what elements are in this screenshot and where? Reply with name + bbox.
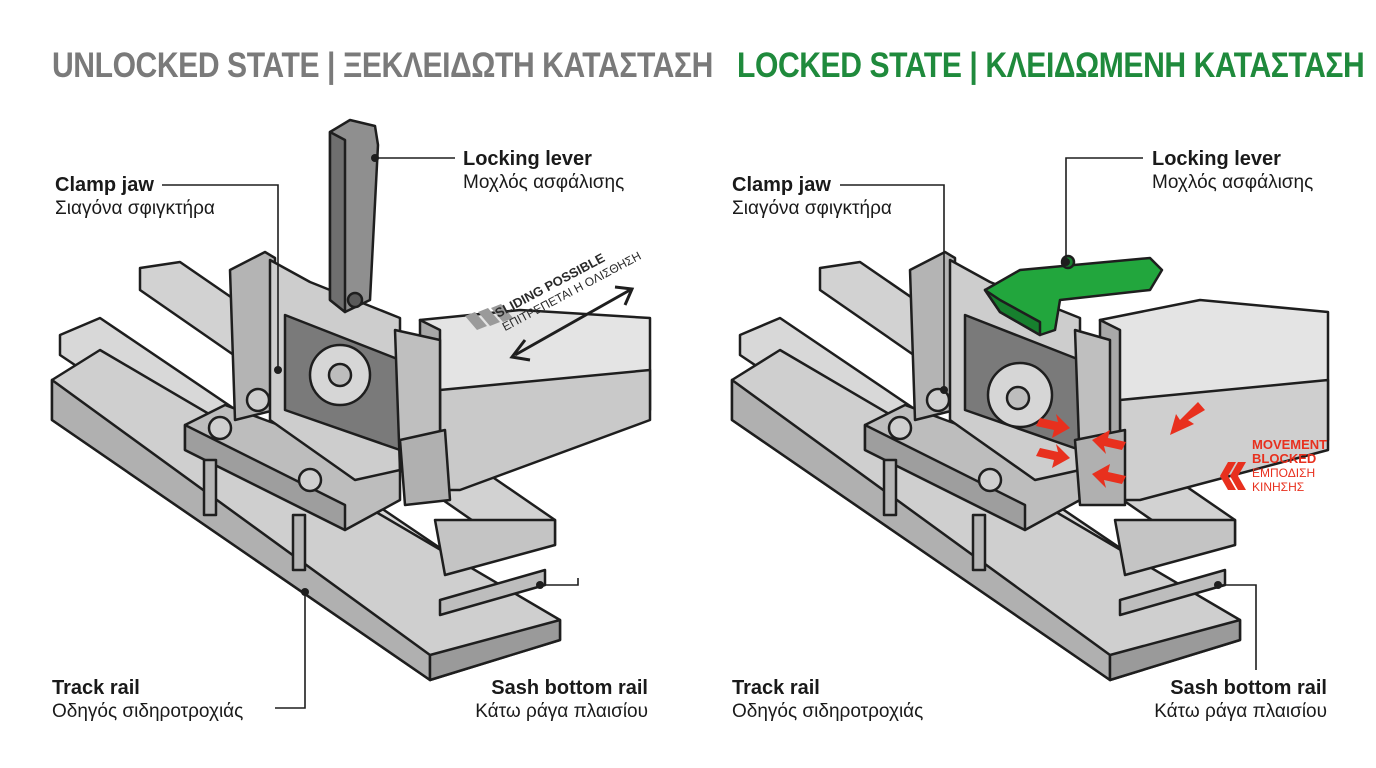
clamp-jaw-en-left: Clamp jaw [55,174,154,196]
sash-bottom-rail-en-right: Sash bottom rail [1170,677,1327,699]
clamp-jaw-gr-left: Σιαγόνα σφιγκτήρα [55,198,215,219]
track-rail-gr-right: Οδηγός σιδηροτροχιάς [732,701,924,722]
locking-lever-gr-left: Μοχλός ασφάλισης [463,172,625,193]
chevron-icon-right [1220,462,1246,490]
chevron-icon-left [465,304,513,330]
track-rail-en-right: Track rail [732,677,820,699]
sliding-arrow [509,285,635,362]
locking-lever-left [328,118,380,314]
screws-left [202,387,323,572]
clamp-jaw-label-left: Clamp jaw Σιαγόνα σφιγκτήρα [55,173,215,221]
sash-bottom-rail-left [418,308,652,492]
locking-lever-en-right: Locking lever [1152,148,1281,170]
track-rail-en-left: Track rail [52,677,140,699]
track-rail-gr-left: Οδηγός σιδηροτροχιάς [52,701,244,722]
locking-lever-label-left: Locking lever Μοχλός ασφάλισης [463,147,624,195]
sash-bottom-rail-label-right: Sash bottom rail Κάτω ράγα πλαισίου [1154,676,1327,724]
movement-note-en2: BLOCKED [1252,451,1317,466]
screws-right [882,387,1003,572]
locking-lever-label-right: Locking lever Μοχλός ασφάλισης [1152,147,1313,195]
leader-dots [274,154,1222,596]
locking-lever-en-left: Locking lever [463,148,592,170]
unlocked-title: UNLOCKED STATE | ΞΕΚΛΕΙΔΩΤΗ ΚΑΤΑΣΤΑΣΗ [52,46,713,85]
clamp-jaw-en-right: Clamp jaw [732,174,831,196]
locking-lever-gr-right: Μοχλός ασφάλισης [1152,172,1314,193]
leader-lines [162,157,1257,709]
sash-bottom-rail-label-left: Sash bottom rail Κάτω ράγα πλαισίου [475,676,648,724]
movement-note-en1: MOVEMENT [1252,437,1328,452]
locked-assembly [730,250,1330,682]
locked-title: LOCKED STATE | ΚΛΕΙΔΩΜΕΝΗ ΚΑΤΑΣΤΑΣΗ [737,46,1365,85]
clamp-jaw-label-right: Clamp jaw Σιαγόνα σφιγκτήρα [732,173,892,221]
blocking-arrows [1036,402,1205,488]
unlocked-assembly [50,118,652,682]
sash-bottom-rail-gr-right: Κάτω ράγα πλαισίου [1154,701,1327,722]
movement-note-gr2: ΚΙΝΗΣΗΣ [1252,480,1305,494]
track-rail-label-right: Track rail Οδηγός σιδηροτροχιάς [732,676,923,724]
clamp-jaw-left [228,250,452,507]
movement-note-gr1: ΕΜΠΟΔΙΣΗ [1252,466,1316,480]
clamp-base-left [183,403,402,532]
sash-bottom-rail-en-left: Sash bottom rail [491,677,648,699]
track-rail-label-left: Track rail Οδηγός σιδηροτροχιάς [52,676,243,724]
clamp-jaw-gr-right: Σιαγόνα σφιγκτήρα [732,198,892,219]
movement-blocked-note: MOVEMENT BLOCKED ΕΜΠΟΔΙΣΗ ΚΙΝΗΣΗΣ [1252,437,1328,495]
sash-bottom-rail-gr-left: Κάτω ράγα πλαισίου [475,701,648,722]
